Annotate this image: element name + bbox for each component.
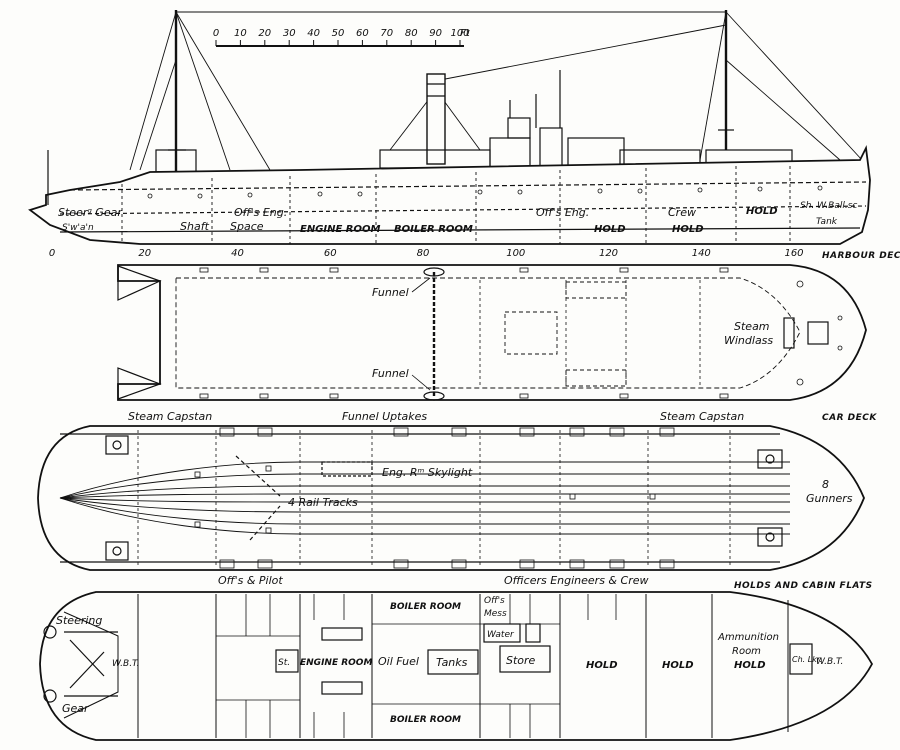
label-offrs-eng-space: Off's Eng. [234,206,287,219]
label-gunners: Gunners [806,492,853,505]
scale-tick-label: 90 [429,28,442,39]
harbour-deck-title: HARBOUR DECK [822,251,900,261]
holds-labels: HOLDS AND CABIN FLATS Off's & Pilot Offi… [56,574,873,725]
label-steering: Steering [56,614,102,627]
label-st: St. [278,658,290,668]
car-deck-labels: CAR DECK Steam Capstan Funnel Uptakes St… [128,410,877,509]
label-funnel-top: Funnel [372,286,409,299]
label-engine-room-hold: ENGINE ROOM [300,658,372,668]
scale-tick-label: 80 [405,28,418,39]
label-steam: Steam [734,320,770,333]
label-steam-capstan-right: Steam Capstan [660,410,744,423]
label-store: Store [506,654,536,667]
label-hold-2: HOLD [672,224,704,235]
scale-tick-label: 10 [234,28,247,39]
frame-number: 120 [599,248,618,259]
label-room: Room [732,646,761,657]
scale-tick-label: 100 [450,28,469,39]
scale-ticks: 0 10 20 30 40 50 60 70 80 90 100 [213,28,470,46]
scale-tick-label: 50 [332,28,345,39]
frame-number: 160 [784,248,803,259]
scale-tick-label: 30 [283,28,296,39]
hull-outline [28,144,871,245]
label-shaft: Shaft [180,220,210,233]
label-rail-tracks: 4 Rail Tracks [288,496,358,509]
label-officers-engineers-crew: Officers Engineers & Crew [504,574,648,587]
label-windlass: Windlass [724,334,773,347]
label-tanks: Tanks [436,656,468,669]
frame-number: 100 [506,248,525,259]
label-wbt-bow: W.B.T. [816,657,843,667]
car-deck-outline [37,425,865,571]
label-gunners-num: 8 [822,478,829,491]
holds-outline [39,591,874,741]
rail-tracks [59,461,790,535]
label-offrs-eng: Off's Eng. [536,206,589,219]
label-wball: Sh. W.Ball.sc [800,201,857,211]
frame-number: 80 [417,248,430,259]
scale-tick-label: 70 [380,28,393,39]
scale-tick-label: 0 [213,28,219,39]
label-space: Space [230,220,264,233]
label-swain: S'w'a'n [62,223,94,233]
frame-number: 20 [138,248,151,259]
label-water: Water [487,630,515,640]
scale-tick-label: 20 [258,28,271,39]
frame-number: 60 [324,248,337,259]
label-engine-room: ENGINE ROOM [300,224,381,235]
label-ch-lkr: Ch. Lkr. [792,655,822,664]
label-funnel-bottom: Funnel [372,367,409,380]
label-offrs-pilot: Off's & Pilot [218,574,283,587]
car-deck-title: CAR DECK [822,413,877,423]
frame-number: 40 [231,248,244,259]
label-steering-gear: Steerᵍ Gear [58,206,123,219]
label-ammunition: Ammunition [717,632,779,643]
rigging [129,11,863,171]
label-offrs-mess: Off's [484,596,505,606]
scale-unit: Ft [460,28,471,39]
label-hold-1-deck: HOLD [586,660,618,671]
frame-number: 0 [49,248,55,259]
label-gear: Gear [62,702,90,715]
holds-plan [39,591,874,741]
profile-portholes [147,185,823,199]
car-deck-plan [37,425,865,571]
label-eng-rm-skylight: Eng. Rᵐ Skylight [382,466,473,479]
label-hold-1: HOLD [594,224,626,235]
scale-bar: 0 10 20 30 40 50 60 70 80 90 100 Ft [213,28,471,47]
profile-bulkheads [121,166,791,244]
label-boiler-room: BOILER ROOM [394,224,473,235]
label-funnel-uptakes: Funnel Uptakes [342,410,427,423]
ship-profile [28,10,871,245]
label-boiler-room-top: BOILER ROOM [390,602,461,612]
label-mess: Mess [484,609,507,619]
label-crew: Crew [668,206,696,219]
label-steam-capstan-left: Steam Capstan [128,410,212,423]
label-oil-fuel: Oil Fuel [378,655,419,668]
scale-tick-label: 40 [307,28,320,39]
harbour-deck-outline [117,264,867,401]
label-hold-3-deck: HOLD [734,660,766,671]
label-tank: Tank [816,217,838,227]
profile-labels: Steerᵍ Gear S'w'a'n Shaft Off's Eng. Spa… [58,201,857,235]
label-wbt-stern: W.B.T. [112,659,139,669]
label-hold-2-deck: HOLD [662,660,694,671]
scale-tick-label: 60 [356,28,369,39]
label-hold-3: HOLD [746,206,778,217]
frame-numbers: 0 20 40 60 80 100 120 140 160 [49,248,804,259]
harbour-deck-plan [117,264,867,401]
harbour-deck-labels: HARBOUR DECK Funnel Funnel Steam Windlas… [372,251,900,391]
label-boiler-room-bottom: BOILER ROOM [390,715,461,725]
frame-number: 140 [692,248,711,259]
holds-title: HOLDS AND CABIN FLATS [734,581,873,591]
